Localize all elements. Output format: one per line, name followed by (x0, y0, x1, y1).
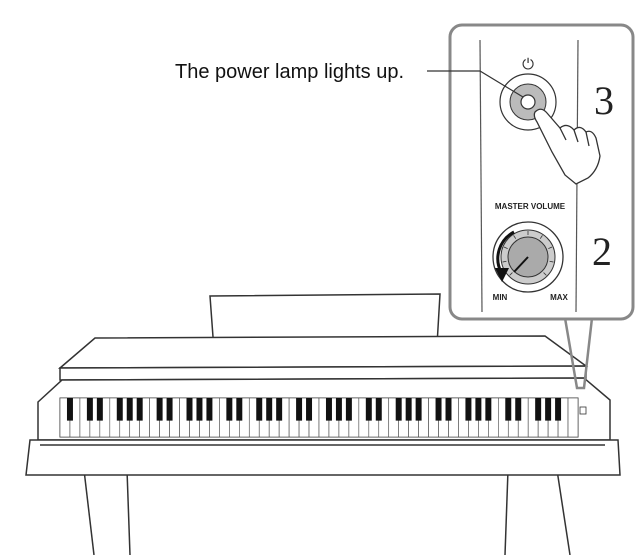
black-key (335, 398, 342, 421)
black-key (375, 398, 382, 421)
black-key (405, 398, 412, 421)
black-key (236, 398, 243, 421)
black-key (365, 398, 372, 421)
piano-legs (83, 469, 571, 555)
black-key (166, 398, 173, 421)
black-key (465, 398, 472, 421)
black-key (136, 398, 143, 421)
black-key (395, 398, 402, 421)
black-key (296, 398, 303, 421)
black-key (535, 398, 542, 421)
power-icon: ⏻ (522, 55, 534, 73)
knob-tick (548, 246, 553, 249)
rotate-arrowhead (495, 268, 509, 282)
black-key (156, 398, 163, 421)
black-key (345, 398, 352, 421)
white-key (567, 397, 579, 438)
knob-tick (539, 235, 543, 239)
black-key (126, 398, 133, 421)
black-key (96, 398, 103, 421)
rotate-down-arrow (496, 230, 515, 273)
volume-scale-ticks (502, 231, 554, 276)
volume-min-label: MIN (493, 293, 508, 302)
black-key (475, 398, 482, 421)
black-key (505, 398, 512, 421)
piano-keyboard (59, 397, 587, 438)
black-key (86, 398, 93, 421)
black-key (325, 398, 332, 421)
caption-text: The power lamp lights up. (175, 61, 404, 83)
black-key (545, 398, 552, 421)
knob-tick (502, 260, 507, 263)
panel-power-switch (579, 406, 587, 415)
black-key (66, 398, 73, 421)
black-key (196, 398, 203, 421)
knob-tick (549, 260, 554, 263)
black-key (266, 398, 273, 421)
black-key (555, 398, 562, 421)
black-key (306, 398, 313, 421)
step-number-3: 3 (594, 78, 614, 123)
black-key (415, 398, 422, 421)
knob-tick (509, 272, 513, 276)
caption-leader-line (427, 70, 524, 98)
black-key (485, 398, 492, 421)
black-key (186, 398, 193, 421)
knob-tick (503, 246, 508, 249)
volume-max-label: MAX (550, 293, 568, 302)
black-key (276, 398, 283, 421)
knob-tick (513, 235, 517, 239)
black-key (435, 398, 442, 421)
callout-connector (563, 317, 594, 390)
pointing-hand-icon (533, 108, 601, 185)
black-key (515, 398, 522, 421)
black-key (206, 398, 213, 421)
black-key (116, 398, 123, 421)
knob-tick (543, 272, 547, 276)
black-key (226, 398, 233, 421)
black-key (445, 398, 452, 421)
step-number-2: 2 (592, 229, 612, 274)
black-key (256, 398, 263, 421)
master-volume-label: MASTER VOLUME (495, 202, 566, 211)
